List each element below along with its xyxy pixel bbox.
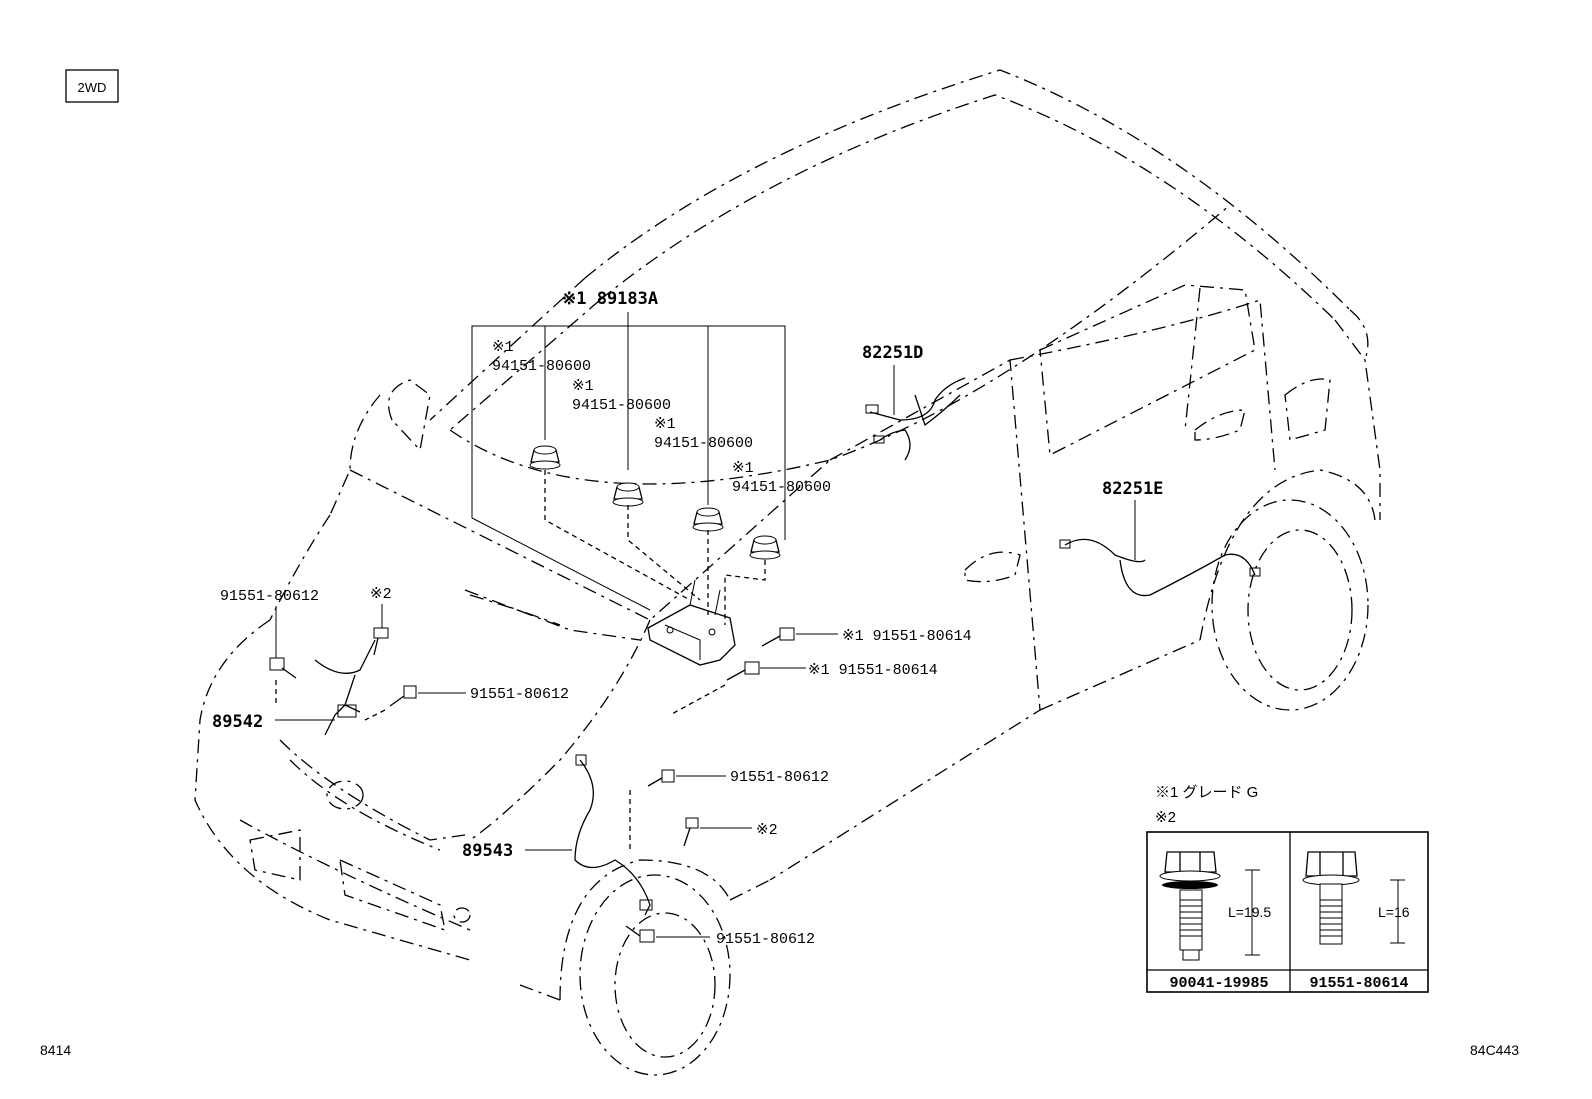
part-b-number: 91551-80614 — [1309, 975, 1408, 992]
bolt-group-right: ※1 91551-80614 ※1 91551-80614 — [669, 627, 972, 716]
label-bolt-tl: 91551-80612 — [220, 588, 319, 605]
label-89542: 89542 — [212, 712, 263, 732]
bolt-icon — [625, 925, 655, 943]
nut4-mark: ※1 — [732, 460, 754, 477]
length-a: L=19.5 — [1228, 904, 1271, 920]
nut1-part-number: 94151-80600 — [492, 358, 591, 375]
label-bolt-mid: 91551-80612 — [470, 686, 569, 703]
bolt-icon — [373, 627, 389, 656]
length-b: L=16 — [1378, 904, 1410, 920]
drive-badge-text: 2WD — [78, 80, 107, 95]
nut-icon — [749, 535, 781, 560]
nut1-mark: ※1 — [492, 339, 514, 356]
label-89183a: ※1 89183A — [562, 289, 658, 309]
nut-labels: ※1 94151-80600 ※1 94151-80600 ※1 94151-8… — [492, 339, 831, 496]
nut3-part-number: 94151-80600 — [654, 435, 753, 452]
bolt-spec-table: L=19.5 L=16 90041-19985 91551-80614 — [1146, 831, 1429, 993]
label-bolt-r1: ※1 91551-80614 — [842, 628, 972, 645]
bolt-icon — [683, 817, 699, 847]
vehicle-outline — [194, 69, 1381, 1076]
callout-bracket-89183a: ※1 89183A — [471, 289, 786, 611]
bolt-icon — [389, 685, 417, 707]
bolt-icon — [647, 769, 675, 787]
actuator-bracket — [647, 579, 736, 666]
label-82251d: 82251D — [862, 343, 923, 363]
nut-icon — [529, 445, 561, 470]
part-a-number: 90041-19985 — [1169, 975, 1268, 992]
label-bolt-bottom: 91551-80612 — [716, 931, 815, 948]
label-82251e: 82251E — [1102, 479, 1163, 499]
nut-icon — [612, 482, 644, 507]
label-89543: 89543 — [462, 841, 513, 861]
nut2-mark: ※1 — [572, 378, 594, 395]
bolt-icon — [761, 627, 795, 647]
nut3-mark: ※1 — [654, 416, 676, 433]
legend-note-1: ※1 グレード G — [1155, 784, 1258, 801]
legend: ※1 グレード G ※2 L=19.5 — [1146, 784, 1429, 993]
label-bolt-r2: ※1 91551-80614 — [808, 662, 938, 679]
legend-note-2: ※2 — [1155, 809, 1176, 826]
footer-left: 8414 — [40, 1042, 71, 1058]
drive-badge: 2WD — [65, 69, 119, 103]
harness-82251e: 82251E — [1059, 479, 1261, 597]
bolt-group-left: 91551-80612 ※2 91551-80612 — [220, 586, 569, 721]
harness-89542: 89542 — [212, 639, 376, 736]
bolt-icon — [269, 657, 297, 679]
nut-icon — [692, 507, 724, 532]
harness-82251d: 82251D — [862, 343, 966, 461]
mark2-b: ※2 — [756, 822, 778, 839]
footer-right: 84C443 — [1470, 1042, 1519, 1058]
flange-bolt-icon — [1302, 851, 1360, 945]
nut4-part-number: 94151-80600 — [732, 479, 831, 496]
mark2-a: ※2 — [370, 586, 392, 603]
washer-bolt-icon — [1159, 851, 1221, 961]
flange-nuts — [529, 445, 781, 625]
harness-89543: 89543 91551-80612 ※2 91551-80612 — [462, 754, 829, 948]
nut2-part-number: 94151-80600 — [572, 397, 671, 414]
label-bolt-low: 91551-80612 — [730, 769, 829, 786]
bolt-icon — [726, 661, 760, 681]
